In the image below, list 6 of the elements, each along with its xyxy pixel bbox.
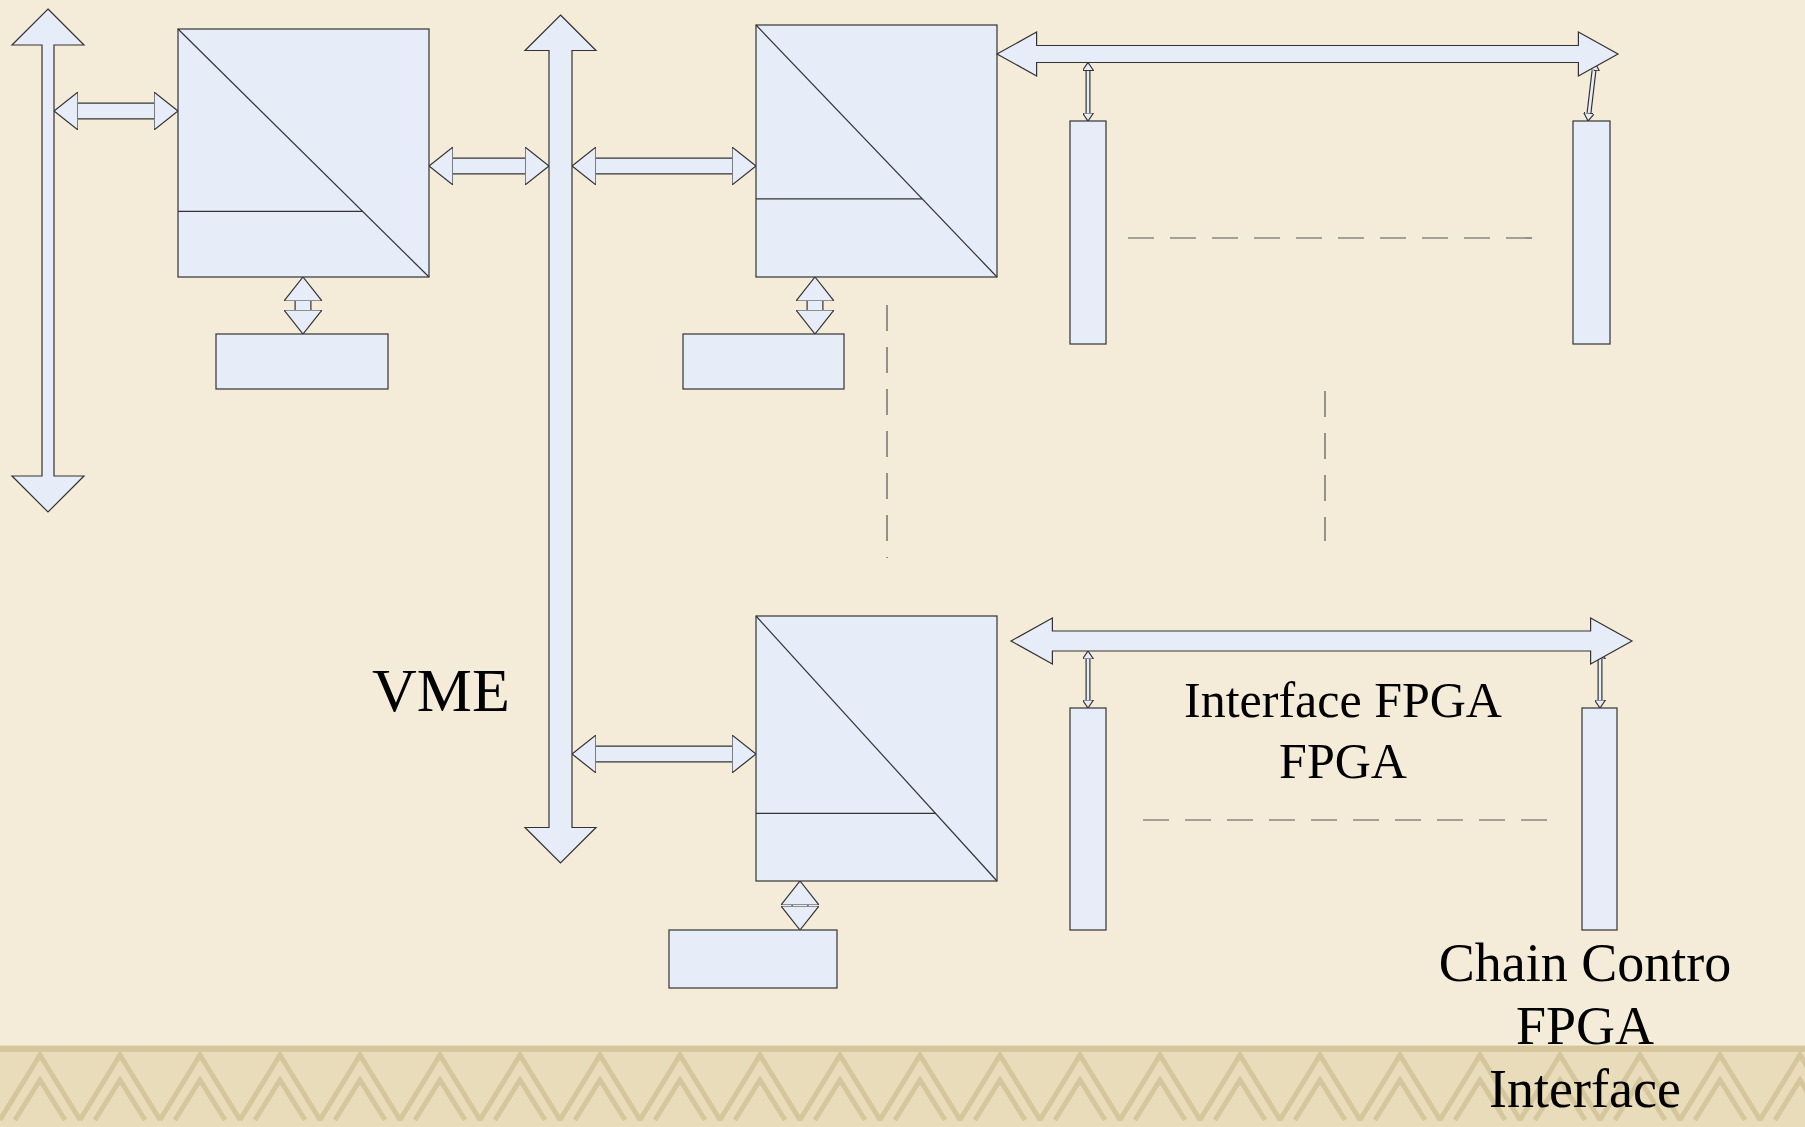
label-text: VME bbox=[372, 655, 511, 726]
label-text: Interface bbox=[1488, 1058, 1682, 1121]
label-text: FPGA bbox=[1278, 733, 1408, 791]
label-text: Chain Contro bbox=[1437, 932, 1733, 995]
label-text: FPGA bbox=[1514, 995, 1656, 1058]
label-text: Interface FPGA bbox=[1183, 672, 1503, 730]
